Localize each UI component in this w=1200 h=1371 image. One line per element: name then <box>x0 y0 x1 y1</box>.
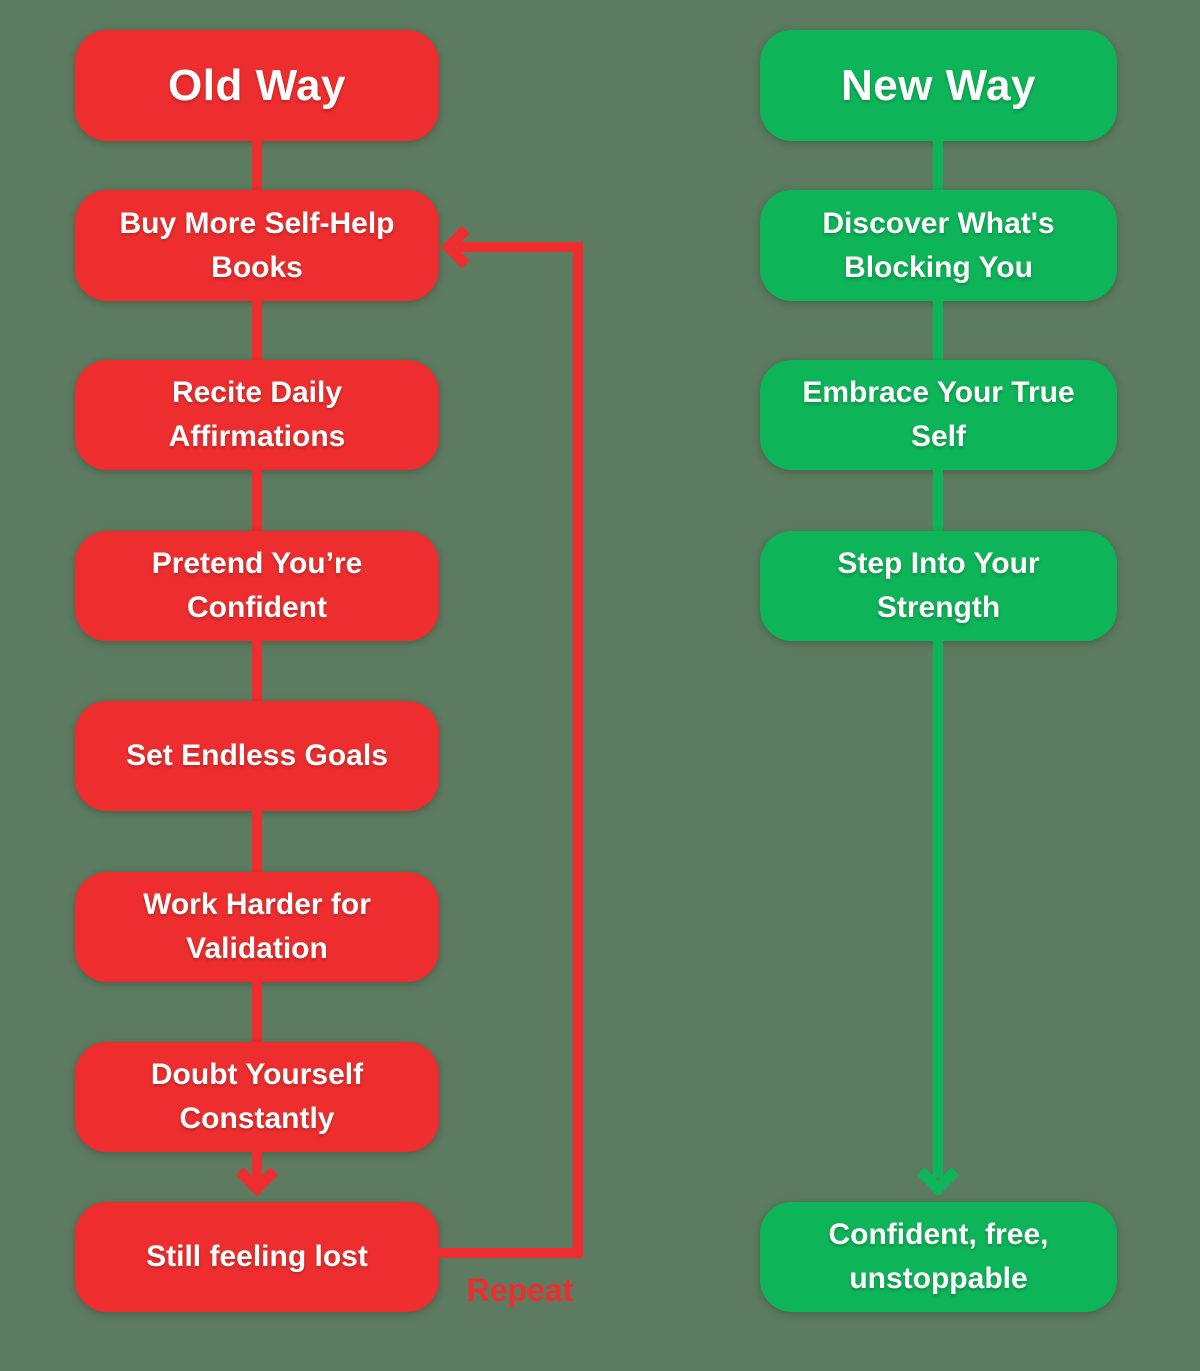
repeat-loop-bottom-line <box>438 1248 583 1258</box>
old-way-arrow-stem <box>252 1152 262 1180</box>
old-way-step-affirmations: Recite Daily Affirmations <box>75 360 439 470</box>
old-way-connector-3 <box>252 470 262 532</box>
old-way-connector-1 <box>252 141 262 191</box>
old-way-connector-4 <box>252 641 262 702</box>
old-way-connector-2 <box>252 301 262 361</box>
new-way-connector-2 <box>933 301 943 361</box>
repeat-loop-vertical-line <box>573 242 583 1258</box>
new-way-result: Confident, free, unstoppable <box>760 1202 1117 1312</box>
new-way-step-embrace-self: Embrace Your True Self <box>760 360 1117 470</box>
old-way-connector-6 <box>252 982 262 1043</box>
repeat-loop-top-line <box>458 242 583 252</box>
old-way-step-still-lost: Still feeling lost <box>75 1202 439 1312</box>
old-way-step-buy-books: Buy More Self-Help Books <box>75 190 439 301</box>
old-way-step-pretend-confident: Pretend You’re Confident <box>75 531 439 641</box>
old-way-connector-5 <box>252 811 262 873</box>
new-way-step-discover-blocking: Discover What's Blocking You <box>760 190 1117 301</box>
down-arrowhead-icon <box>916 1153 960 1197</box>
old-way-header: Old Way <box>75 30 439 141</box>
old-way-step-endless-goals: Set Endless Goals <box>75 701 439 811</box>
new-way-header: New Way <box>760 30 1117 141</box>
new-way-connector-3 <box>933 470 943 532</box>
old-way-step-work-harder: Work Harder for Validation <box>75 872 439 982</box>
new-way-arrow-stem <box>933 641 943 1178</box>
repeat-label: Repeat <box>466 1272 574 1308</box>
old-way-step-doubt-yourself: Doubt Yourself Constantly <box>75 1042 439 1152</box>
new-way-step-into-strength: Step Into Your Strength <box>760 531 1117 641</box>
new-way-connector-1 <box>933 141 943 191</box>
repeat-arrowhead-icon <box>440 225 484 269</box>
down-arrowhead-icon <box>235 1153 279 1197</box>
